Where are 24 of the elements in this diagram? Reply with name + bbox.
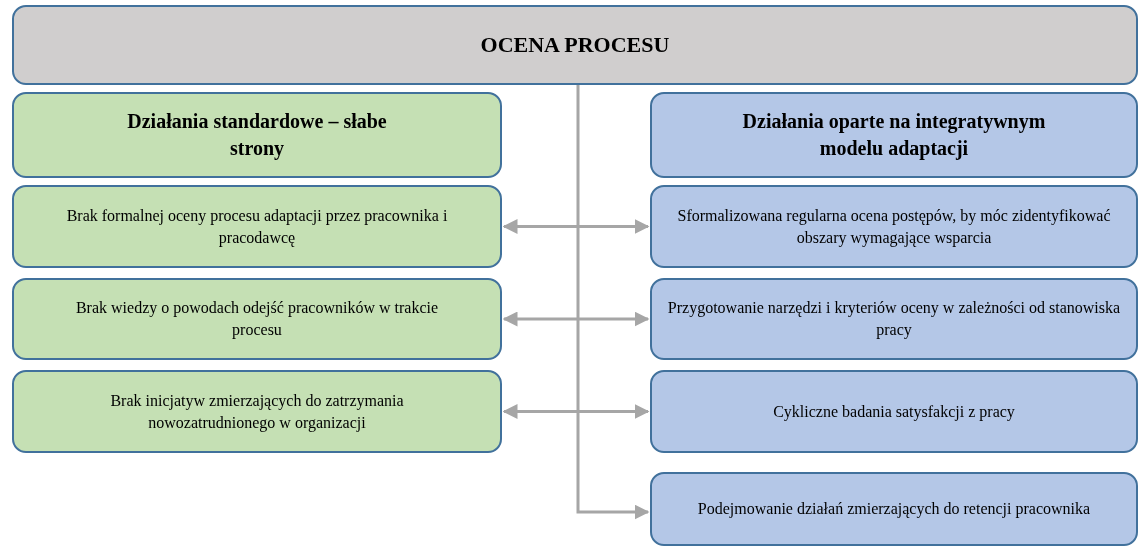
- box-text: Sformalizowana regularna ocena postępów, by móc zidentyfikować obszary wymagające wsparcia: [676, 205, 1112, 249]
- item-box: [650, 278, 1138, 360]
- item-box: [650, 370, 1138, 453]
- box-text: Podejmowanie działań zmierzających do retencji pracownika: [697, 499, 1091, 520]
- item-box: [12, 278, 502, 360]
- connector-arrow: [576, 85, 650, 520]
- connector-arrow: [502, 311, 650, 327]
- column-header-box: [650, 92, 1138, 178]
- item-box: [12, 370, 502, 453]
- box-text: Brak inicjatyw zmierzających do zatrzymania nowozatrudnionego w organizacji: [109, 390, 405, 434]
- box-text: Brak wiedzy o powodach odejść pracowników w trakcie procesu: [74, 298, 440, 341]
- item-box: [650, 185, 1138, 268]
- connector-arrow: [502, 404, 650, 419]
- connector-arrow: [502, 219, 650, 234]
- box-text: Brak formalnej oceny procesu adaptacji przez pracownika i pracodawcę: [65, 205, 449, 249]
- box-text: Przygotowanie narzędzi i kryteriów oceny w zależności od stanowiska pracy: [666, 298, 1122, 341]
- column-header-box: [12, 92, 502, 178]
- box-text: Cykliczne badania satysfakcji z pracy: [773, 401, 1015, 423]
- box-text: Działania standardowe – słabe strony: [126, 109, 388, 162]
- item-box: [12, 185, 502, 268]
- item-box: [650, 472, 1138, 546]
- title-banner: [12, 5, 1138, 85]
- box-text: OCENA PROCESU: [480, 31, 670, 60]
- box-text: Działania oparte na integratywnym modelu adaptacji: [741, 109, 1047, 162]
